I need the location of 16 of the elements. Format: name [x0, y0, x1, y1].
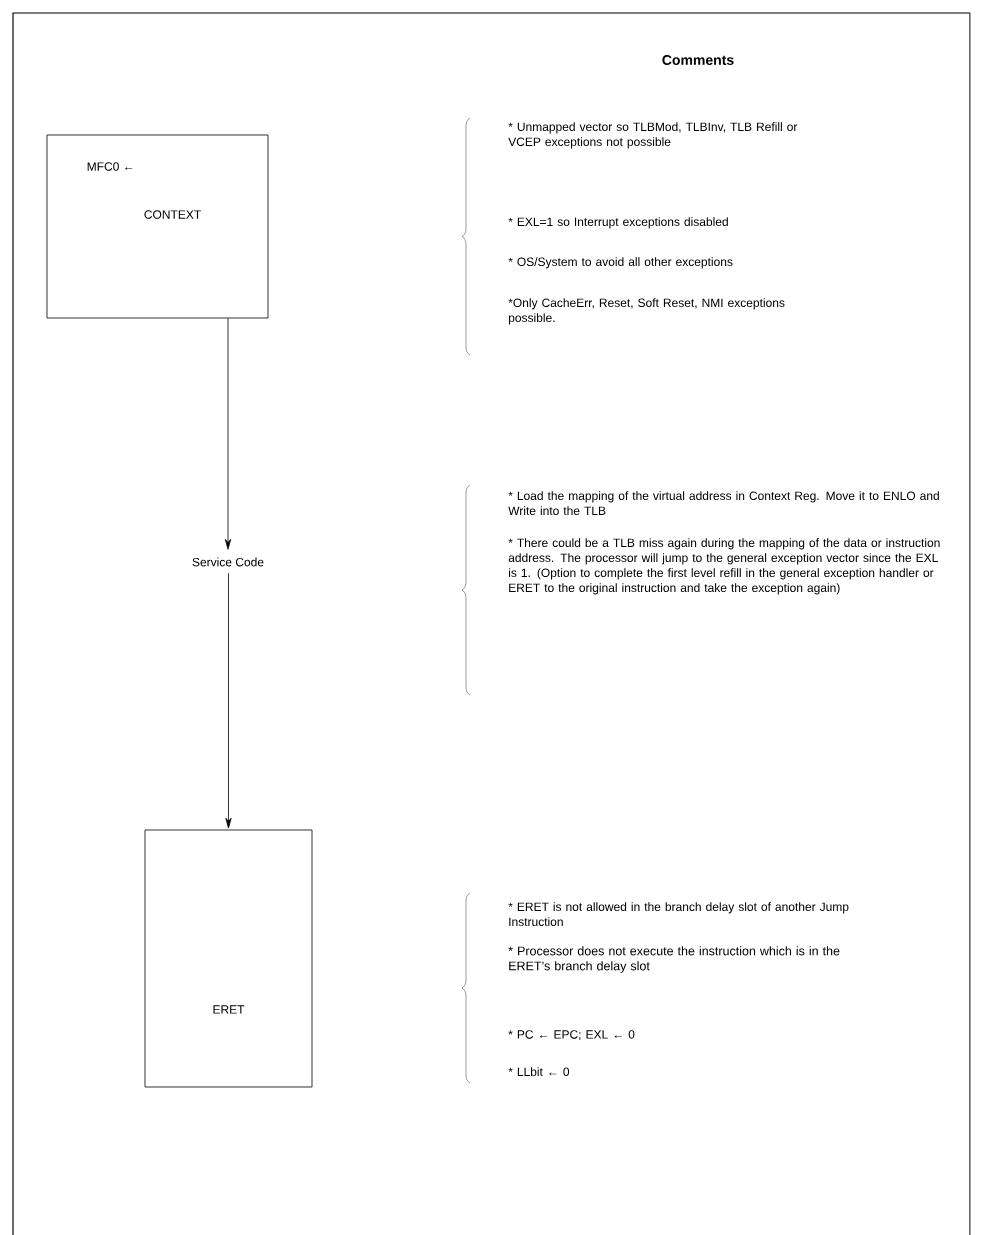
process-box: MFC0 ← CONTEXT [46, 134, 269, 319]
comment-text: * ERET is not allowed in the branch delay slot of another Jump Instruction [508, 902, 849, 926]
arrow [224, 318, 232, 550]
comment-text: * LLbit ← 0 [508, 1067, 570, 1076]
comment-text: *Only CacheErr, Reset, Soft Reset, NMI exceptions possible. [508, 298, 785, 325]
comment-text: * There could be a TLB miss again during the mapping of the data or instruction address. The processor will jump to the general exception vector since the EXL is 1. (Option to complete the first level refill in the general exception handler or ERET to the original instruction and take the exception again) [508, 538, 940, 595]
comment-text: * EXL=1 so Interrupt exceptions disabled [508, 217, 728, 229]
arrow [225, 572, 232, 829]
comment-text: * Unmapped vector so TLBMod, TLBInv, TLB Refill or VCEP exceptions not possible [508, 122, 798, 149]
comment-text: * PC ← EPC; EXL ← 0 [508, 1030, 635, 1041]
step-text: Service Code [192, 557, 264, 567]
comment-text: * Load the mapping of the virtual address in Context Reg. Move it to ENLO and Write into the TLB [508, 491, 939, 515]
process-box: ERET [144, 829, 313, 1088]
comment-text: * Processor does not execute the instruction which is in the ERET’s branch delay slot [508, 946, 840, 973]
comment-text: * OS/System to avoid all other exceptions [508, 257, 733, 269]
heading: Comments [662, 55, 734, 65]
